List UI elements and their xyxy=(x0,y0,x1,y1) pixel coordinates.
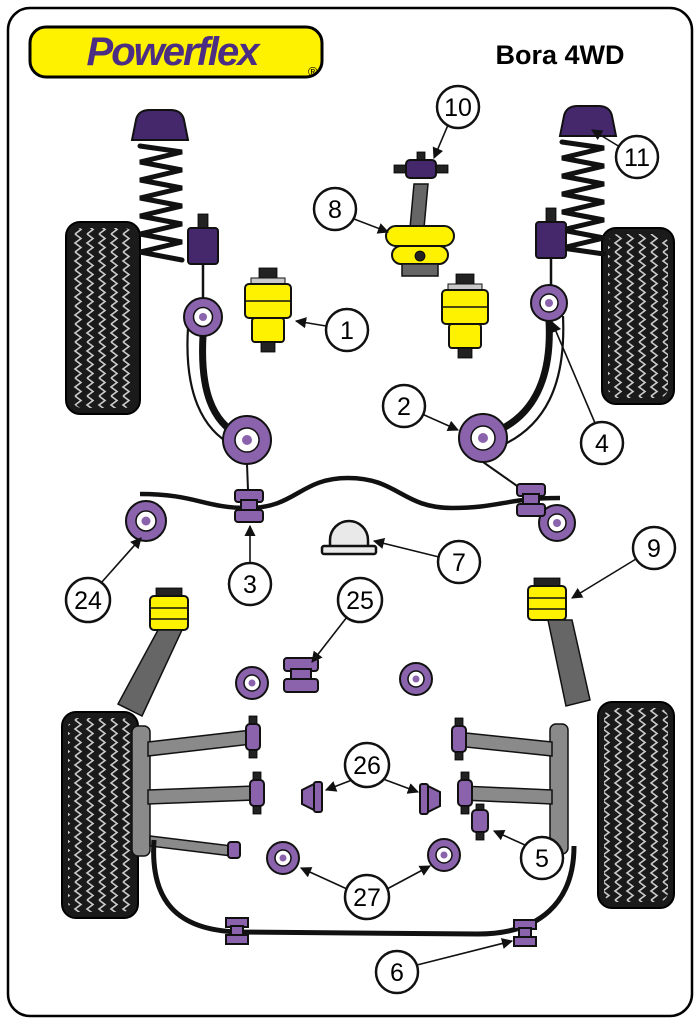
front-right-spring xyxy=(559,139,607,257)
rear-right-upper-arm xyxy=(451,717,553,761)
front-left-top-mount xyxy=(130,109,190,141)
front-left-inner-bush xyxy=(183,297,223,337)
logo-text: Powerflex xyxy=(87,30,262,74)
front-wishbone-front-bush-right xyxy=(441,273,489,359)
callout-4: 4 xyxy=(579,420,625,466)
callout-25: 25 xyxy=(336,576,384,624)
callout-3-label: 3 xyxy=(243,571,257,599)
callout-2-label: 2 xyxy=(397,393,411,421)
callout-25-label: 25 xyxy=(346,587,374,615)
callout-8-label: 8 xyxy=(328,196,342,224)
rear-left-upper-arm xyxy=(147,715,261,759)
front-right-rear-arm-bush xyxy=(458,413,508,463)
front-right-arm-edge xyxy=(495,315,565,450)
engine-dogbone-mount xyxy=(385,225,455,277)
front-right-inner-bush xyxy=(530,284,568,322)
front-right-strut-bush xyxy=(535,207,567,285)
front-left-spring xyxy=(137,143,185,263)
rear-cone-bush-right xyxy=(419,783,441,815)
callout-26-label: 26 xyxy=(353,752,381,780)
callout-24-label: 24 xyxy=(74,587,102,615)
engine-mount-link xyxy=(409,183,429,229)
front-left-strut-bush xyxy=(187,213,219,298)
rear-right-lower-arm xyxy=(457,771,553,815)
callout-7-label: 7 xyxy=(452,549,466,577)
rear-left-lower-arm xyxy=(147,771,265,815)
page-title: Bora 4WD xyxy=(495,40,624,70)
callout-8: 8 xyxy=(312,186,358,232)
callout-5-label: 5 xyxy=(535,845,549,873)
front-wishbone-front-bush-left xyxy=(244,267,292,353)
callout-10-label: 10 xyxy=(444,94,472,122)
rear-right-outer-bush xyxy=(471,803,489,841)
callout-11-label: 11 xyxy=(624,144,650,172)
callout-2: 2 xyxy=(381,383,427,429)
callout-4-label: 4 xyxy=(595,430,609,458)
rear-left-tire xyxy=(61,711,139,919)
callout-24: 24 xyxy=(64,576,112,624)
callout-10: 10 xyxy=(435,84,481,130)
leader-lines xyxy=(100,124,637,966)
rear-donut-bush-right-upper xyxy=(399,662,433,696)
callout-1-label: 1 xyxy=(340,317,354,345)
rear-trailing-arm-left xyxy=(116,587,189,718)
upper-engine-mount xyxy=(393,151,449,179)
rear-arb-bush-left xyxy=(225,917,249,945)
rear-donut-bush-right-lower xyxy=(427,838,461,872)
rear-left-link xyxy=(149,835,241,859)
callout-9: 9 xyxy=(631,525,677,571)
arb-clamp xyxy=(320,519,378,556)
rear-anti-roll-bar xyxy=(151,839,577,937)
callout-27-label: 27 xyxy=(353,884,381,912)
front-left-rear-arm-bush xyxy=(222,415,272,465)
rear-right-tire xyxy=(597,701,675,909)
arm-to-bar-link-left xyxy=(246,463,249,491)
front-right-tire xyxy=(601,227,675,405)
steering-rack-bush-right xyxy=(538,504,576,542)
registered-mark-icon: ® xyxy=(308,64,318,79)
callout-1: 1 xyxy=(324,307,370,353)
callout-27: 27 xyxy=(343,873,391,921)
powerflex-logo: Powerflex ® xyxy=(28,25,324,79)
arm-to-bar-link-right xyxy=(482,461,521,489)
callout-26: 26 xyxy=(343,741,391,789)
steering-rack-bush-left xyxy=(125,500,167,542)
callout-11: 11 xyxy=(614,134,660,180)
callout-6: 6 xyxy=(374,949,420,995)
callout-3: 3 xyxy=(227,561,273,607)
rear-donut-bush-left-upper xyxy=(235,666,269,700)
front-right-top-mount xyxy=(558,105,618,137)
callout-6-label: 6 xyxy=(390,959,404,987)
front-anti-roll-bar xyxy=(139,475,561,511)
callout-7: 7 xyxy=(436,539,482,585)
front-arb-bush-left xyxy=(234,489,264,523)
rear-beam-mount-bush xyxy=(283,657,319,693)
rear-arb-bush-right xyxy=(513,919,537,947)
front-arb-bush-right xyxy=(516,483,546,517)
callout-5: 5 xyxy=(519,835,565,881)
rear-trailing-arm-right xyxy=(527,577,591,707)
front-left-tire xyxy=(65,221,141,415)
rear-donut-bush-left-lower xyxy=(266,841,300,875)
rear-cone-bush-left xyxy=(301,781,323,813)
callout-9-label: 9 xyxy=(647,535,661,563)
